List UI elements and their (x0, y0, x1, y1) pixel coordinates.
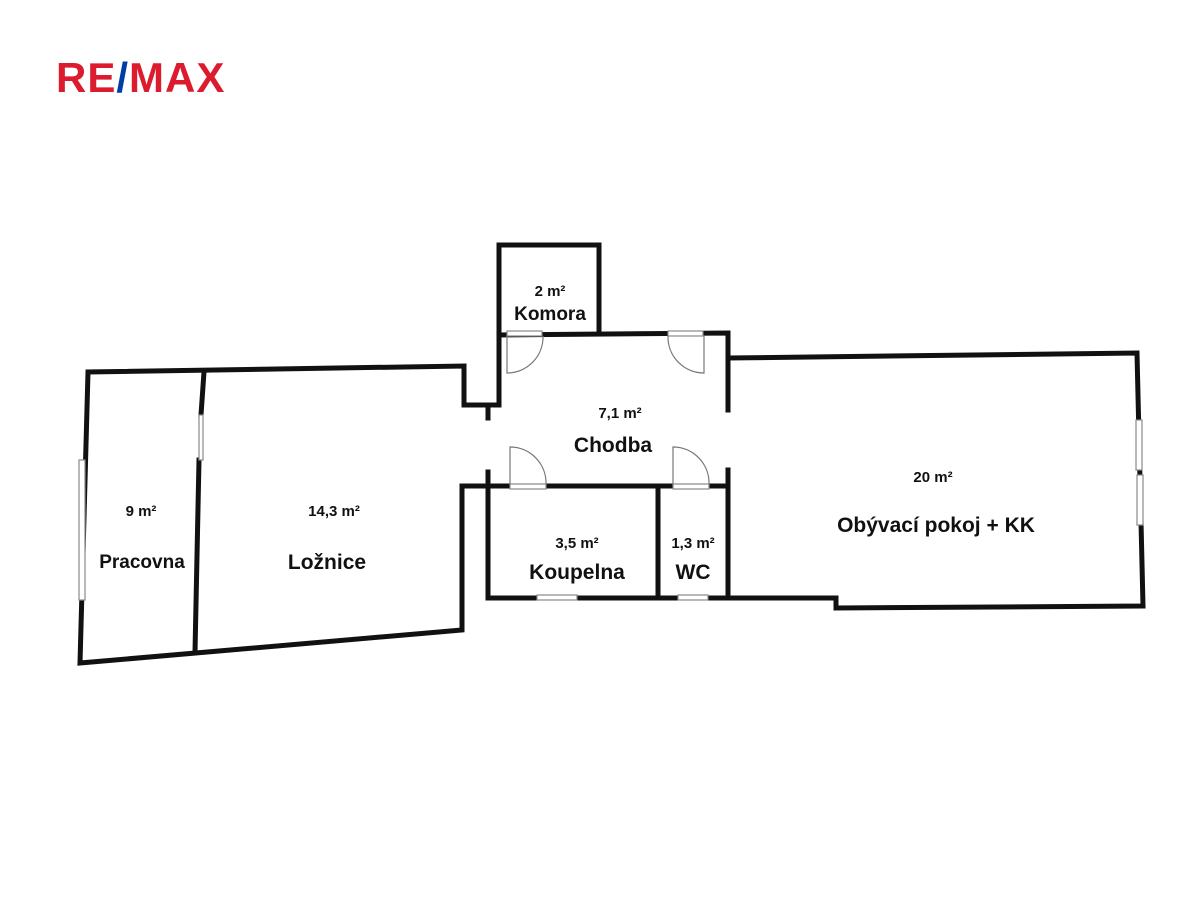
window-obyvaci-2 (1136, 474, 1144, 526)
name-chodba: Chodba (574, 434, 652, 457)
area-chodba: 7,1 m² (598, 405, 641, 422)
door-komora-icon (506, 335, 544, 374)
wall-komora (496, 242, 602, 408)
door-opening-wc (672, 483, 710, 490)
logo-text-max: MAX (129, 54, 226, 101)
room-labels: 2 m² Komora 7,1 m² Chodba 9 m² Pracovna … (99, 283, 1035, 584)
wall-pracovna-divider-lower (192, 457, 202, 655)
area-koupelna: 3,5 m² (555, 535, 598, 552)
name-wc: WC (676, 561, 711, 584)
area-pracovna: 9 m² (126, 503, 157, 520)
opening-divider (198, 414, 204, 461)
wall-obyvaci-top (485, 350, 1146, 611)
logo-text-re: RE (56, 54, 117, 101)
remax-logo: RE/MAX (56, 54, 225, 102)
wall-chodba-top (496, 330, 731, 413)
door-opening-komora (506, 330, 543, 337)
wall-loznice-outer (77, 363, 502, 666)
door-obyvaci-icon (667, 335, 705, 374)
area-loznice: 14,3 m² (308, 503, 360, 520)
area-obyvaci: 20 m² (913, 469, 952, 486)
door-opening-obyvaci (667, 330, 704, 337)
name-pracovna: Pracovna (99, 552, 185, 573)
door-wc-icon (672, 446, 710, 485)
window-pracovna (78, 459, 86, 601)
name-komora: Komora (514, 304, 586, 325)
window-wc (677, 594, 709, 601)
area-wc: 1,3 m² (671, 535, 714, 552)
name-koupelna: Koupelna (529, 561, 625, 584)
name-obyvaci: Obývací pokoj + KK (837, 514, 1035, 537)
logo-slash: / (116, 54, 130, 101)
area-komora: 2 m² (535, 283, 566, 300)
wall-pracovna-divider (198, 369, 207, 418)
windows (78, 330, 1144, 601)
window-koupelna (536, 594, 578, 601)
window-obyvaci-1 (1135, 419, 1143, 471)
doors (506, 335, 710, 485)
door-opening-koupelna (509, 483, 547, 490)
door-koupelna-icon (509, 446, 547, 485)
name-loznice: Ložnice (288, 551, 366, 574)
